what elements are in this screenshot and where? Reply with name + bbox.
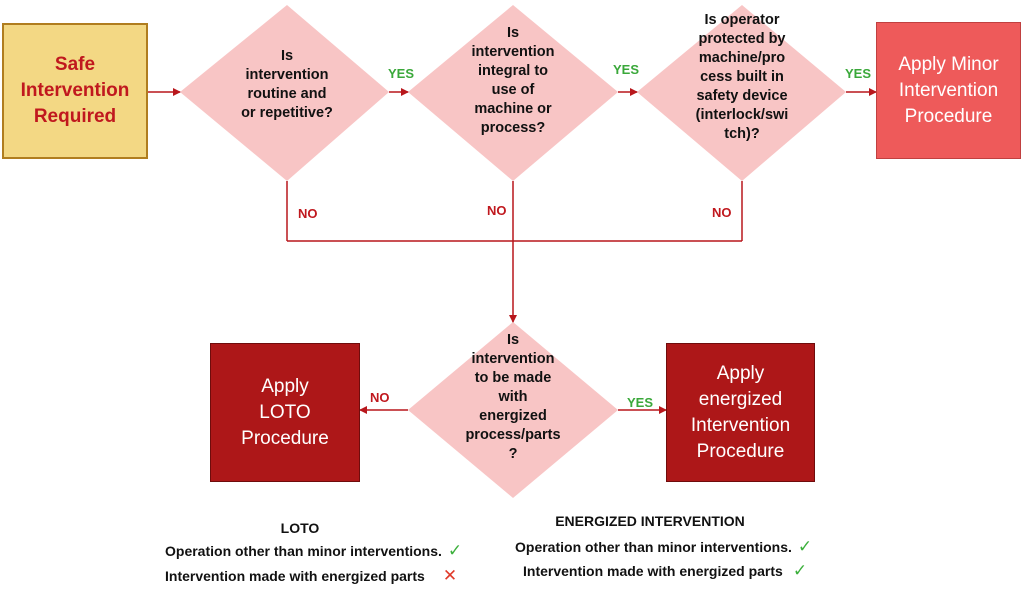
decision-line: to be made [474, 370, 552, 386]
legend-energized-item: Intervention made with energized parts ✓ [523, 561, 807, 581]
legend-item-text: Operation other than minor interventions… [515, 539, 792, 555]
check-icon: ✓ [792, 561, 808, 580]
decision-diamond-energized [408, 322, 618, 498]
decision-line: Is [506, 332, 520, 348]
no-label-d1: NO [298, 206, 318, 221]
legend-energized-item: Operation other than minor interventions… [515, 537, 812, 557]
decision-line: Is [280, 48, 294, 64]
decision-line: machine/pro [698, 50, 786, 66]
loto-procedure-box: Apply LOTO Procedure [210, 343, 360, 482]
yes-label-d3: YES [845, 66, 872, 81]
start-box-label: Safe Intervention Required [20, 54, 130, 127]
decision-diamond-protected [637, 5, 846, 181]
legend-loto-item: Intervention made with energized parts ✕ [165, 566, 457, 586]
decision-line: ? [508, 446, 518, 462]
decision-line: (interlock/swi [695, 107, 789, 123]
no-label-d2: NO [487, 203, 507, 218]
check-icon: ✓ [797, 537, 813, 556]
decision-text-energized: Is intervention to be made with energize… [448, 331, 578, 464]
decision-line: energized [479, 408, 547, 424]
start-box: Safe Intervention Required [2, 23, 148, 159]
decision-line: or repetitive? [241, 105, 333, 121]
decision-line: routine and [247, 86, 327, 102]
minor-procedure-label: Apply Minor Intervention Procedure [898, 53, 999, 127]
yes-label-d2: YES [613, 62, 640, 77]
yes-label-d1: YES [388, 66, 415, 81]
energized-procedure-box: Apply energized Intervention Procedure [666, 343, 815, 482]
decision-line: process? [480, 120, 546, 136]
decision-line: process/parts [465, 427, 561, 443]
decision-diamond-integral [408, 5, 618, 181]
no-label-d4: NO [370, 390, 390, 405]
decision-diamond-routine [180, 5, 389, 181]
cross-icon: ✕ [442, 566, 458, 585]
check-icon: ✓ [447, 541, 463, 560]
legend-item-text: Operation other than minor interventions… [165, 543, 442, 559]
decision-line: integral to [477, 63, 549, 79]
decision-line: Is operator [704, 12, 780, 28]
decision-line: intervention [245, 67, 329, 83]
decision-line: protected by [698, 31, 786, 47]
legend-energized-title: ENERGIZED INTERVENTION [555, 513, 745, 529]
decision-line: with [498, 389, 528, 405]
no-label-d3: NO [712, 205, 732, 220]
legend-item-text: Intervention made with energized parts [165, 568, 425, 584]
decision-line: safety device [696, 88, 788, 104]
decision-text-protected: Is operator protected by machine/pro ces… [677, 11, 807, 144]
decision-text-integral: Is intervention integral to use of machi… [453, 24, 573, 138]
decision-line: intervention [471, 351, 555, 367]
legend-loto-item: Operation other than minor interventions… [165, 541, 462, 561]
legend-item-text: Intervention made with energized parts [523, 563, 783, 579]
legend-loto-title: LOTO [280, 520, 320, 536]
yes-label-d4: YES [627, 395, 654, 410]
minor-procedure-box: Apply Minor Intervention Procedure [876, 22, 1021, 159]
decision-text-routine: Is intervention routine and or repetitiv… [227, 47, 347, 123]
loto-procedure-label: Apply LOTO Procedure [241, 375, 329, 449]
decision-line: machine or [474, 101, 552, 117]
decision-line: Is [506, 25, 520, 41]
energized-procedure-label: Apply energized Intervention Procedure [690, 362, 791, 462]
decision-line: tch)? [724, 126, 760, 142]
decision-line: intervention [471, 44, 555, 60]
decision-line: cess built in [700, 69, 784, 85]
decision-line: use of [491, 82, 535, 98]
